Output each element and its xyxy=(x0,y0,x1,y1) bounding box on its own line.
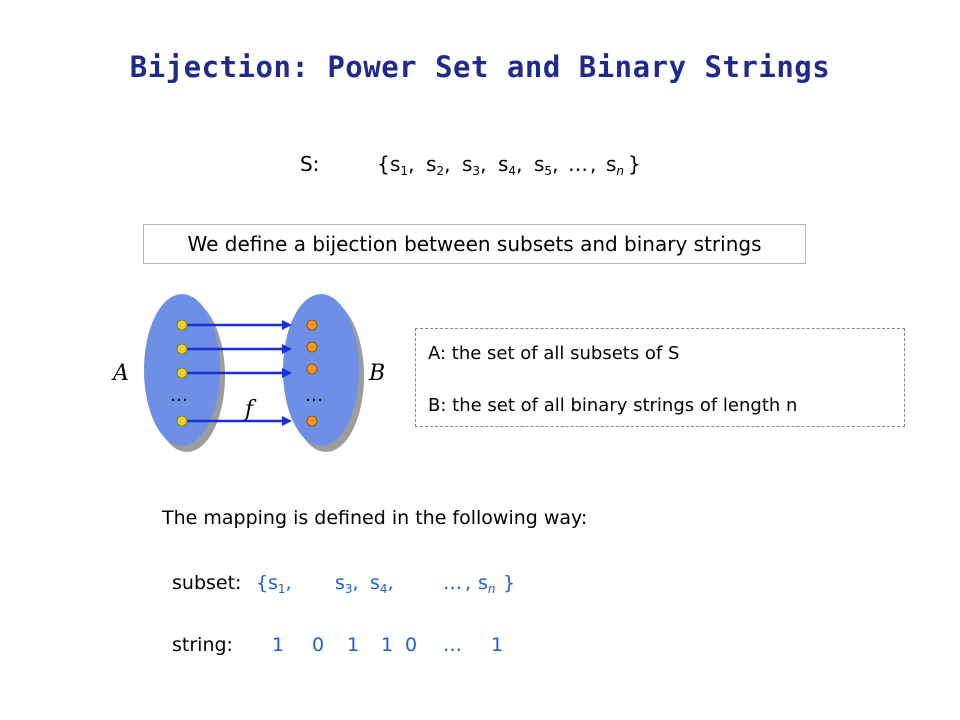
set-ellipsis: … xyxy=(568,152,588,176)
subset-element: s1, xyxy=(268,572,292,596)
subset-element: s4, xyxy=(370,572,394,596)
element-a-dot xyxy=(176,367,188,379)
function-label: f xyxy=(245,397,254,422)
set-element-last: sn xyxy=(606,152,625,178)
set-open-brace: { xyxy=(377,152,390,176)
subset-example: subset: { s1, s3, s4, … , sn } xyxy=(0,572,960,602)
definition-box: We define a bijection between subsets an… xyxy=(143,224,806,264)
set-element: s1, xyxy=(390,152,415,178)
page-title: Bijection: Power Set and Binary Strings xyxy=(129,50,831,84)
subset-ellipsis: … xyxy=(443,572,462,594)
subset-close-brace: } xyxy=(503,572,516,594)
string-label: string: xyxy=(172,634,233,656)
set-comma: , xyxy=(590,152,597,176)
legend-b-text: B: the set of all binary strings of leng… xyxy=(428,395,798,416)
bijection-diagram: … … xyxy=(144,294,364,452)
bit-ellipsis: … xyxy=(443,634,462,656)
set-a-label: A xyxy=(113,361,129,386)
set-element: s5, xyxy=(534,152,559,178)
bit-last: 1 xyxy=(491,634,504,656)
bit: 1 xyxy=(272,634,285,656)
subset-element-last: sn xyxy=(478,572,496,596)
element-b-dot xyxy=(306,341,318,353)
set-b-ellipse xyxy=(283,294,359,446)
set-element: s2, xyxy=(426,152,451,178)
subset-open-brace: { xyxy=(256,572,269,594)
bit: 1 xyxy=(381,634,394,656)
string-example: string: 1 0 1 1 0 … 1 xyxy=(0,634,960,664)
set-b-ellipsis: … xyxy=(305,385,323,406)
mapping-description: The mapping is defined in the following … xyxy=(162,507,588,529)
subset-element: s3, xyxy=(335,572,359,596)
set-a-ellipsis: … xyxy=(170,385,188,406)
set-close-brace: } xyxy=(628,152,641,176)
element-b-dot xyxy=(306,363,318,375)
bit: 0 xyxy=(405,634,418,656)
element-a-dot xyxy=(176,343,188,355)
set-b-label: B xyxy=(369,361,386,386)
legend-box: A: the set of all subsets of S B: the se… xyxy=(415,328,905,427)
element-a-dot xyxy=(176,415,188,427)
subset-label: subset: xyxy=(172,572,242,594)
set-element: s3, xyxy=(462,152,487,178)
element-b-dot xyxy=(306,415,318,427)
bit: 0 xyxy=(312,634,325,656)
element-a-dot xyxy=(176,319,188,331)
set-element: s4, xyxy=(498,152,523,178)
bit: 1 xyxy=(347,634,360,656)
legend-a-text: A: the set of all subsets of S xyxy=(428,343,680,364)
set-label: S: xyxy=(300,152,320,176)
subset-comma: , xyxy=(465,572,472,594)
element-b-dot xyxy=(306,319,318,331)
